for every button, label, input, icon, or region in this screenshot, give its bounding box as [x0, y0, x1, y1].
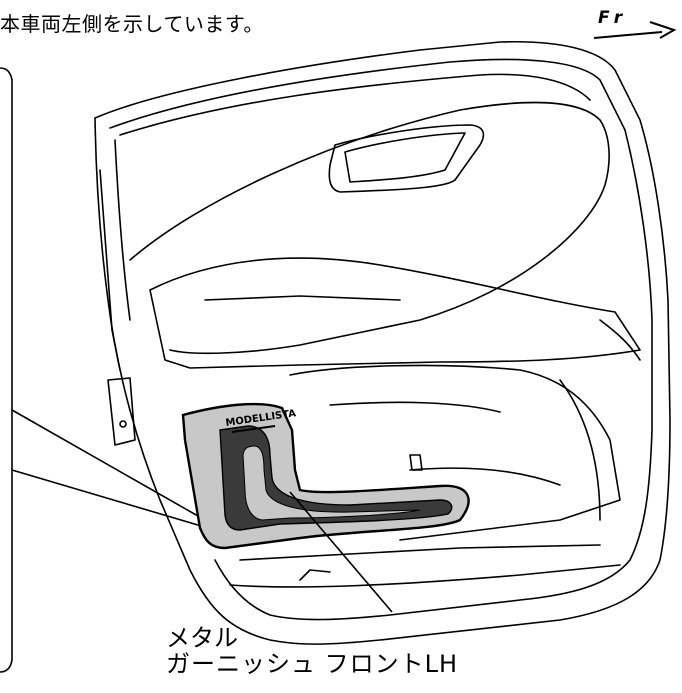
door-pocket	[289, 364, 621, 541]
front-direction-label: Fr	[598, 8, 629, 28]
hinge-mark	[107, 377, 136, 446]
lower-sill	[229, 564, 621, 588]
diagram-caption: 本車両左側を示しています。	[0, 12, 264, 36]
front-direction-indicator: Fr	[590, 6, 680, 46]
label-leader-line	[289, 491, 393, 613]
garnish-grip-panel	[242, 445, 421, 521]
leader-line-upper	[11, 409, 206, 521]
callout-frame	[0, 67, 13, 673]
inside-handle-lever	[344, 132, 466, 183]
upper-trim-panel	[129, 101, 610, 355]
inside-handle-bezel	[328, 124, 485, 193]
part-label-line2: ガーニッシュ フロントLH	[166, 650, 459, 678]
metal-garnish-front-lh: MODELLISTA	[181, 402, 470, 550]
front-arrow-icon	[593, 21, 677, 39]
door-inner-edge	[109, 58, 653, 621]
armrest	[149, 257, 641, 369]
window-belt	[119, 73, 591, 136]
leader-line-lower	[11, 469, 209, 529]
part-label-line1: メタル	[166, 624, 238, 652]
door-outer-panel	[94, 40, 671, 645]
